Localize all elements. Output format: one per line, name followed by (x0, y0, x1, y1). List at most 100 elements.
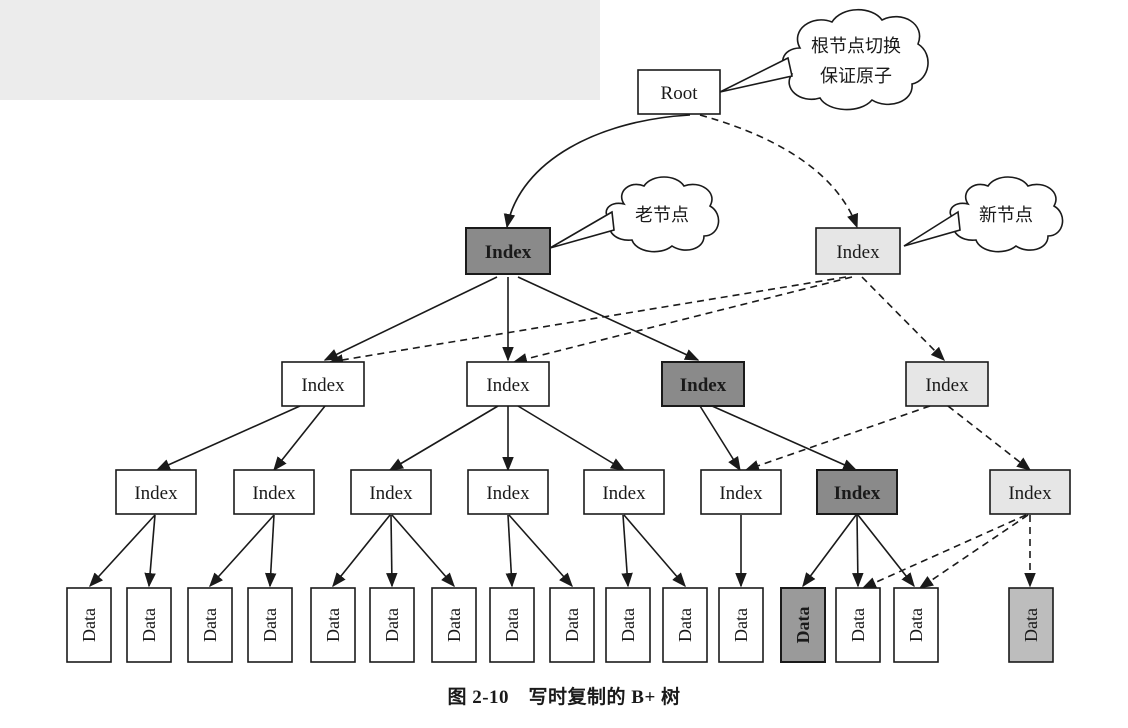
root-node-box (637, 69, 721, 115)
data-leaf: Data (662, 587, 708, 663)
data-leaf: Data (893, 587, 939, 663)
data-leaf-box (662, 587, 708, 663)
data-leaf-box (66, 587, 112, 663)
index-node-box (467, 469, 549, 515)
edge (144, 514, 156, 588)
data-leaf-box (187, 587, 233, 663)
data-leaf-label: Data (1021, 608, 1041, 642)
data-leaf: Data (187, 587, 233, 663)
index-node-old-l3: Index (816, 469, 898, 515)
figure-caption: 图 2-10 写时复制的 B+ 树 (447, 687, 681, 708)
edge (711, 405, 858, 471)
index-node-l3: Index (350, 469, 432, 515)
index-node-label: Index (252, 483, 296, 504)
index-node-label: Index (301, 375, 345, 396)
root-node: Root (637, 69, 721, 115)
index-node-label: Index (680, 375, 727, 396)
index-node-old-l2: Index (661, 361, 745, 407)
index-node-box (816, 469, 898, 515)
data-leaf-box (369, 587, 415, 663)
data-leaf: Data (835, 587, 881, 663)
data-leaf-box (1008, 587, 1054, 663)
data-leaf-new: Data (1008, 587, 1054, 663)
edge (273, 405, 326, 472)
index-node-l2: Index (466, 361, 550, 407)
edge (209, 514, 275, 588)
callout-pointer (903, 210, 961, 247)
cloud-shape (781, 9, 929, 111)
index-node-l3: Index (700, 469, 782, 515)
edge (517, 405, 626, 471)
index-node-old-l1: Index (465, 227, 551, 275)
callout-new-node: 新节点 (903, 176, 1064, 253)
data-leaf-old: Data (780, 587, 826, 663)
index-node-new-l1: Index (815, 227, 901, 275)
edge (744, 405, 931, 472)
data-leaf: Data (66, 587, 112, 663)
index-node-l3: Index (467, 469, 549, 515)
data-leaf-box (431, 587, 477, 663)
edges-dashed (328, 114, 1036, 589)
index-node-label: Index (134, 483, 178, 504)
edges-solid (89, 114, 915, 588)
data-leaf-box (489, 587, 535, 663)
data-leaf: Data (310, 587, 356, 663)
edge (623, 514, 686, 588)
index-node-box (989, 469, 1071, 515)
callout-root-switch: 根节点切换 保证原子 (719, 9, 929, 111)
index-node-label: Index (369, 483, 413, 504)
data-leaf-label: Data (139, 608, 159, 642)
index-node-label: Index (836, 242, 880, 263)
index-node-box (905, 361, 989, 407)
callout-root-switch-line2: 保证原子 (820, 66, 892, 86)
data-leaf: Data (718, 587, 764, 663)
data-leaf-label: Data (200, 608, 220, 642)
edge (621, 514, 633, 588)
edge (332, 514, 391, 588)
data-leaf: Data (605, 587, 651, 663)
root-node-label: Root (661, 83, 699, 104)
data-leaf-label: Data (323, 608, 343, 642)
callout-pointer (549, 210, 615, 249)
edge (918, 514, 1029, 589)
edge-root-to-new-index (699, 114, 858, 229)
index-node-label: Index (486, 375, 530, 396)
data-leaf-label: Data (260, 608, 280, 642)
data-leaf-label: Data (618, 608, 638, 642)
index-node-l2: Index (281, 361, 365, 407)
index-node-box (583, 469, 665, 515)
edge (861, 276, 946, 362)
data-leaf: Data (247, 587, 293, 663)
index-node-l3: Index (115, 469, 197, 515)
data-leaf-label: Data (444, 608, 464, 642)
edge (947, 405, 1032, 471)
data-leaf-label: Data (562, 608, 582, 642)
edge (857, 514, 915, 588)
index-node-box (115, 469, 197, 515)
index-node-box (350, 469, 432, 515)
data-leaf-box (893, 587, 939, 663)
data-leaf: Data (549, 587, 595, 663)
edge (264, 514, 277, 588)
data-leaf: Data (369, 587, 415, 663)
edge (852, 514, 864, 588)
data-leaf-box (718, 587, 764, 663)
index-node-box (233, 469, 315, 515)
callout-root-switch-line1: 根节点切换 (811, 36, 901, 56)
data-leaf-box (549, 587, 595, 663)
data-leaf-label: Data (906, 608, 926, 642)
index-node-box (465, 227, 551, 275)
edge (505, 514, 518, 588)
index-node-l3: Index (233, 469, 315, 515)
callout-new-node-label: 新节点 (979, 205, 1033, 225)
index-node-box (700, 469, 782, 515)
data-leaf-label: Data (382, 608, 402, 642)
edge-root-to-old-index (503, 114, 691, 229)
index-node-label: Index (485, 242, 532, 263)
edge (512, 276, 853, 365)
edge (328, 276, 847, 366)
data-leaf-label: Data (848, 608, 868, 642)
callout-old-node-label: 老节点 (635, 205, 689, 225)
data-leaf-box (605, 587, 651, 663)
index-node-box (466, 361, 550, 407)
